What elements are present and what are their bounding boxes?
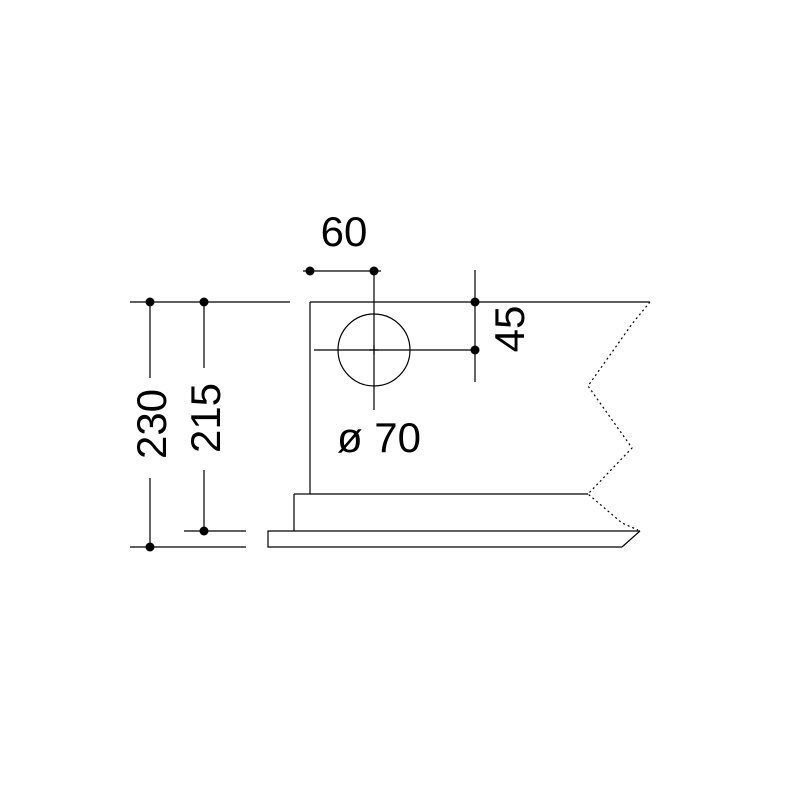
dimension-label-diameter: ø 70 (337, 414, 421, 461)
dimension-dot (470, 345, 480, 355)
dimension-215: 215 (182, 297, 229, 536)
dimension-dot (305, 266, 315, 276)
dimension-60: 60 (303, 208, 381, 276)
body-outline (309, 301, 650, 495)
dimension-dot (369, 266, 379, 276)
dimension-dot (145, 297, 155, 307)
dimension-dot (470, 297, 480, 307)
dimension-label-45: 45 (486, 306, 533, 353)
plinth-step (293, 493, 640, 532)
hole (314, 270, 475, 410)
dimension-230: 230 (128, 297, 175, 552)
dimension-dot (145, 542, 155, 552)
dimension-45: 45 (470, 270, 533, 382)
dimension-label-60: 60 (321, 208, 368, 255)
base-plate (267, 530, 641, 548)
dimension-dot (199, 526, 209, 536)
dimension-dot (199, 297, 209, 307)
dimension-label-215: 215 (182, 383, 229, 453)
dimension-label-230: 230 (128, 389, 175, 459)
break-line (587, 301, 651, 531)
